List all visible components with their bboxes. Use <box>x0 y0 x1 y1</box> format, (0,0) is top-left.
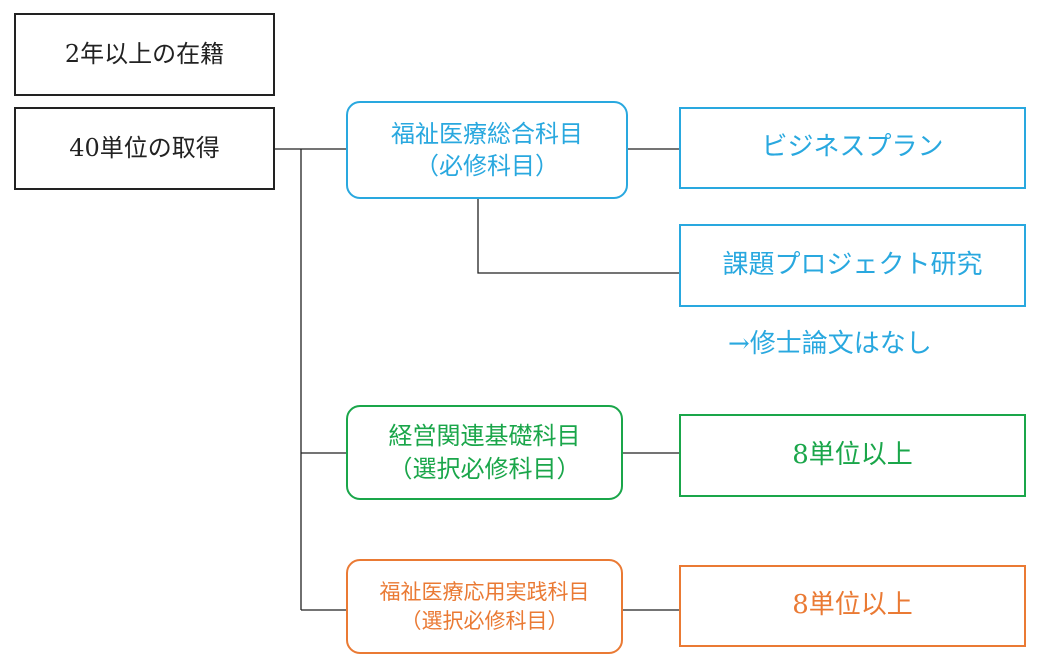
management-credits-label: 8単位以上 <box>792 439 913 470</box>
management-credits-box: 8単位以上 <box>679 414 1026 497</box>
connector-required-to-project-research <box>477 199 679 274</box>
project-research-label: 課題プロジェクト研究 <box>722 249 983 280</box>
enrollment-requirement-label: 2年以上の在籍 <box>64 40 225 69</box>
management-subjects-type: （選択必修科目） <box>388 454 581 483</box>
required-subjects-title: 福祉医療総合科目 <box>391 119 583 148</box>
business-plan-label: ビジネスプラン <box>761 132 944 163</box>
management-subjects-box: 経営関連基礎科目 （選択必修科目） <box>346 405 623 500</box>
applied-credits-box: 8単位以上 <box>679 565 1026 647</box>
business-plan-box: ビジネスプラン <box>679 107 1026 189</box>
credits-requirement-label: 40単位の取得 <box>69 134 220 163</box>
project-research-box: 課題プロジェクト研究 <box>679 224 1026 307</box>
required-subjects-type: （必修科目） <box>415 152 559 180</box>
applied-subjects-box: 福祉医療応用実践科目 （選択必修科目） <box>346 559 623 654</box>
required-subjects-box: 福祉医療総合科目 （必修科目） <box>346 101 628 199</box>
applied-subjects-title: 福祉医療応用実践科目 <box>379 580 590 605</box>
enrollment-requirement-box: 2年以上の在籍 <box>14 13 275 96</box>
applied-credits-label: 8単位以上 <box>792 590 913 621</box>
applied-subjects-type: （選択必修科目） <box>400 608 569 633</box>
credits-requirement-box: 40単位の取得 <box>14 107 275 190</box>
no-thesis-note: →修士論文はなし <box>728 329 932 359</box>
management-subjects-title: 経営関連基礎科目 <box>388 422 581 451</box>
